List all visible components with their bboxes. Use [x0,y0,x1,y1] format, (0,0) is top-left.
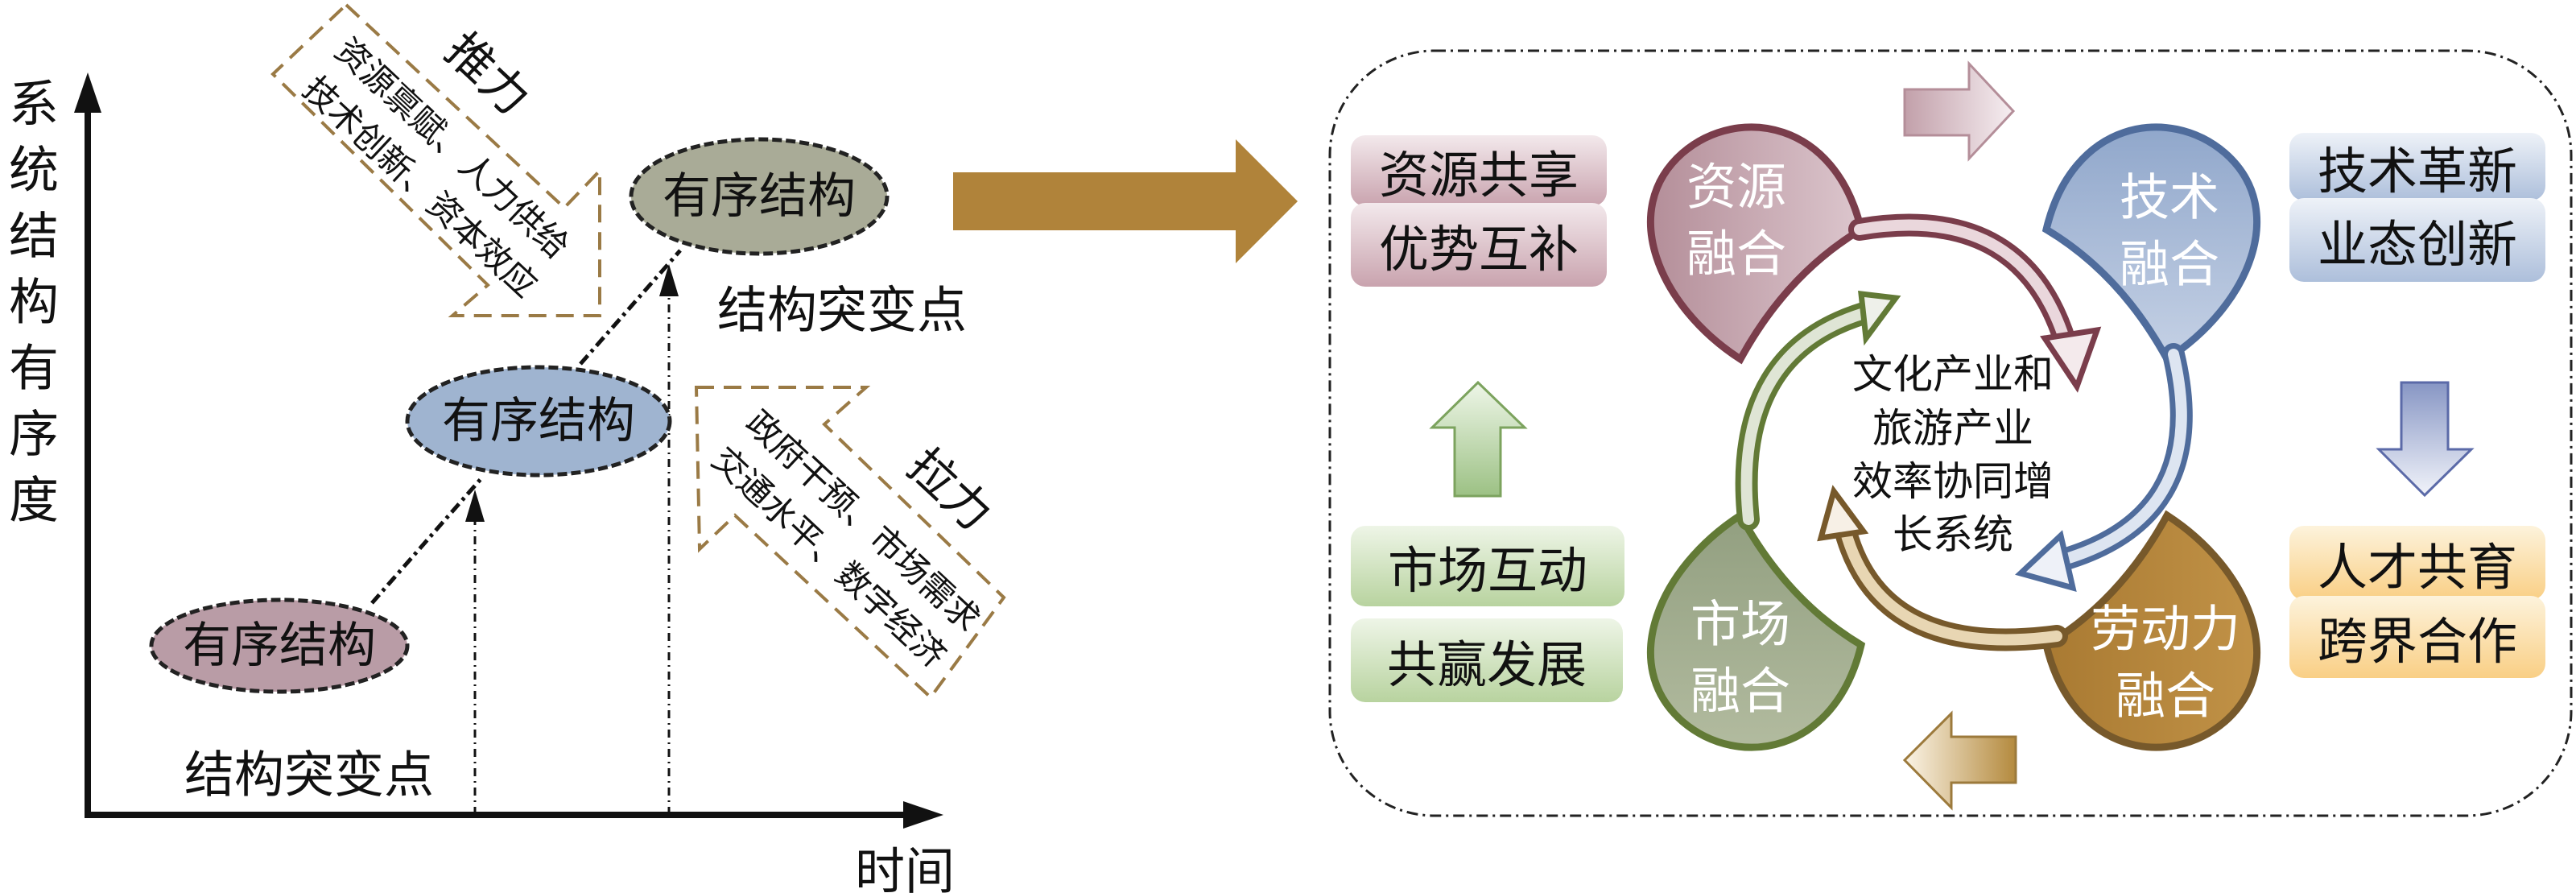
labor-box-1: 人才共育 [2289,526,2545,600]
cycle-arrowhead-tech [2015,530,2077,592]
down-arrow-icon [2376,381,2475,498]
x-axis-label: 时间 [855,842,955,893]
pull-title: 拉力 [897,438,1002,542]
technology-box-1: 技术革新 [2289,133,2545,201]
structure-node-3: 有序结构 [629,137,890,256]
mutation-arrowhead-1 [465,490,485,522]
center-text-line-3: 效率协同增 [1852,458,2054,505]
center-text-line-2: 旅游产业 [1872,405,2033,452]
x-axis-arrowhead [903,801,943,829]
market-fusion-label-2: 融合 [1690,662,1790,721]
market-box-1: 市场互动 [1351,526,1624,606]
up-arrow-icon [1429,380,1528,498]
pull-arrow: 拉力 政府干预、市场需求 交通水平、数字经济 [694,386,1006,700]
labor-box-2: 跨界合作 [2289,596,2545,678]
push-arrow: 推力 资源禀赋、人力供给 技术创新、资本效应 [270,2,601,317]
right-arrow-icon [1903,60,2016,162]
market-fusion-label-1: 市场 [1690,595,1790,654]
push-title: 推力 [435,23,540,126]
cycle-arrowhead-resource [2040,326,2102,393]
labor-fusion-blob [2041,510,2260,751]
cycle-arrowhead-market [1858,291,1901,346]
labor-fusion-label-1: 劳动力 [2091,600,2240,659]
resource-fusion-label-1: 资源 [1686,158,1786,217]
left-arrow-icon [1902,710,2017,811]
technology-fusion-label-2: 融合 [2120,235,2219,294]
y-axis-arrowhead [74,72,101,113]
system-frame [1328,49,2573,817]
resource-box-2: 优势互补 [1351,203,1607,287]
labor-fusion-label-2: 融合 [2116,667,2215,726]
mutation-point-label-1: 结构突变点 [184,746,434,804]
transition-arrow-icon [953,139,1298,263]
structure-label-1: 有序结构 [183,618,376,674]
structure-label-3: 有序结构 [663,168,856,225]
resource-fusion-label-2: 融合 [1686,225,1786,283]
structure-link-2 [579,249,682,366]
market-fusion-blob [1647,510,1866,751]
structure-link-1 [370,477,483,605]
cycle-arrowhead-labor [1817,485,1869,542]
resource-box-1: 资源共享 [1351,135,1607,206]
structure-node-2: 有序结构 [405,365,672,478]
y-axis-label: 系统结构有序度 [0,77,59,540]
center-text-line-1: 文化产业和 [1852,351,2054,398]
center-text-line-4: 长系统 [1893,511,2013,558]
mutation-arrowhead-2 [659,264,679,296]
resource-fusion-blob [1647,123,1866,365]
mutation-point-label-2: 结构突变点 [717,281,967,340]
technology-box-2: 业态创新 [2289,198,2545,282]
technology-fusion-label-1: 技术 [2120,168,2219,227]
structure-node-1: 有序结构 [149,597,410,694]
structure-label-2: 有序结构 [442,393,635,449]
market-box-2: 共赢发展 [1351,618,1623,702]
technology-fusion-blob [2041,123,2260,365]
